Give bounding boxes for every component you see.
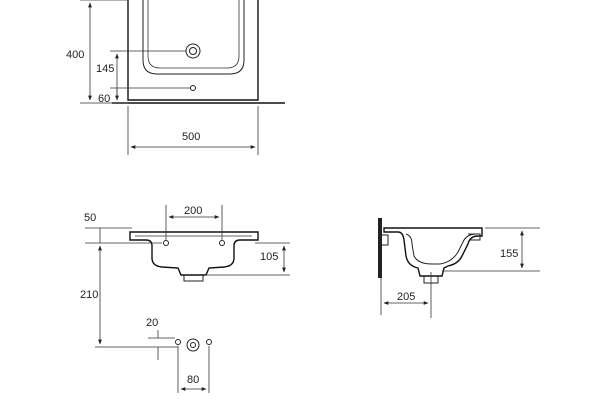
basin-side-inner xyxy=(405,233,477,265)
dim-label-155: 155 xyxy=(500,248,518,260)
bowl-inner-rim xyxy=(147,0,240,69)
pin-hole-left xyxy=(175,339,181,345)
basin-front-profile xyxy=(129,231,259,276)
dim-label-500: 500 xyxy=(182,131,200,143)
dim-label-205: 205 xyxy=(397,291,415,303)
dim-label-210: 210 xyxy=(80,289,98,301)
dim-label-20: 20 xyxy=(146,317,158,329)
dim-label-145: 145 xyxy=(96,63,114,75)
dim-label-400: 400 xyxy=(66,49,84,61)
pin-centre-hole xyxy=(186,338,200,352)
tap-hole xyxy=(185,43,201,59)
dim-label-200: 200 xyxy=(184,205,202,217)
dim-label-80: 80 xyxy=(187,374,199,386)
wall-bracket xyxy=(378,218,382,278)
pin-detail: 20 80 xyxy=(146,317,212,393)
dim-label-105: 105 xyxy=(260,251,278,263)
front-hole-right xyxy=(219,240,225,246)
dim-label-50: 50 xyxy=(84,212,96,224)
overflow-hole xyxy=(190,85,196,91)
bowl-inner-top xyxy=(142,0,245,75)
top-view: 400 145 60 500 xyxy=(66,0,285,155)
pin-hole-right xyxy=(206,339,212,345)
front-view: 200 50 105 210 xyxy=(80,205,290,348)
front-hole-left xyxy=(163,240,169,246)
side-view: 155 205 xyxy=(378,218,540,318)
basin-side-profile xyxy=(383,227,483,277)
waste-outlet xyxy=(183,275,204,282)
basin-outline-top xyxy=(127,0,259,101)
dim-label-60: 60 xyxy=(98,93,110,105)
